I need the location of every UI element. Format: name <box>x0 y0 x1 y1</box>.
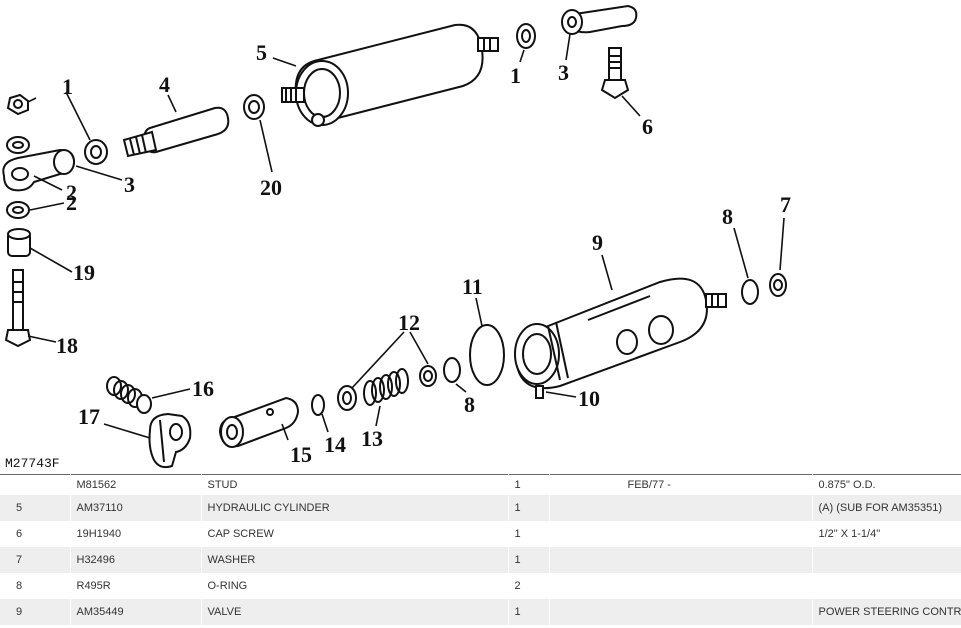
description-cell: WASHER <box>201 547 509 573</box>
description-cell: O-RING <box>201 573 509 599</box>
remarks-cell: 0.875" O.D. <box>812 474 961 495</box>
diagram-drawing: 1 4 5 1 3 6 2 3 2 20 19 18 9 8 7 11 12 1… <box>2 4 791 471</box>
table-row[interactable]: 7 H32496 WASHER 1 <box>0 547 961 573</box>
ref-cell: 8 <box>0 573 71 599</box>
description-cell: VALVE <box>201 599 509 625</box>
figure-id: M27743F <box>5 456 60 471</box>
table-row[interactable]: M81562 STUD 1 FEB/77 - 0.875" O.D. <box>0 474 961 495</box>
remarks-cell: POWER STEERING CONTROL <box>812 599 961 625</box>
callout-1-left: 1 <box>62 74 73 99</box>
ref-cell: 7 <box>0 547 71 573</box>
qty-cell: 1 <box>508 521 550 547</box>
leader-lines <box>27 33 785 441</box>
part-number-cell: R495R <box>70 573 202 599</box>
callout-14: 14 <box>324 432 346 457</box>
description-cell: HYDRAULIC CYLINDER <box>201 495 509 521</box>
callout-2-left: 2 <box>66 180 77 205</box>
plug-drawing <box>535 385 544 399</box>
nut-drawing <box>516 23 536 49</box>
retainer-drawing <box>311 394 325 416</box>
callout-8-right: 8 <box>722 204 733 229</box>
stud-drawing <box>122 106 230 158</box>
callout-17: 17 <box>78 404 100 429</box>
part-number-cell: M81562 <box>70 474 202 495</box>
left-hardware-drawing <box>2 93 108 348</box>
remarks-cell <box>812 573 961 599</box>
spring-drawing <box>337 365 437 411</box>
serial-cell <box>549 573 813 599</box>
ring-drawing <box>469 324 505 386</box>
remarks-cell: (A) (SUB FOR AM35351) <box>812 495 961 521</box>
part-number-cell: AM37110 <box>70 495 202 521</box>
callout-10: 10 <box>578 386 600 411</box>
exploded-parts-diagram: 1 4 5 1 3 6 2 3 2 20 19 18 9 8 7 11 12 1… <box>2 4 791 471</box>
qty-cell: 1 <box>508 474 550 495</box>
nut-20-drawing <box>243 94 265 120</box>
remarks-cell <box>812 547 961 573</box>
callout-18: 18 <box>56 333 78 358</box>
callout-8-lower: 8 <box>464 392 475 417</box>
remarks-cell: 1/2" X 1-1/4" <box>812 521 961 547</box>
serial-cell <box>549 495 813 521</box>
clamp-drawing <box>148 412 192 469</box>
qty-cell: 1 <box>508 495 550 521</box>
cap-screw-drawing <box>600 47 630 100</box>
rod-end-drawing <box>561 4 638 35</box>
callout-11: 11 <box>462 274 483 299</box>
table-row[interactable]: 9 AM35449 VALVE 1 POWER STEERING CONTROL <box>0 599 961 625</box>
o-ring-washer-drawing <box>741 273 787 305</box>
spool-drawing <box>218 396 300 448</box>
callout-15: 15 <box>290 442 312 467</box>
serial-cell: FEB/77 - <box>549 474 813 495</box>
serial-cell <box>549 521 813 547</box>
valve-body-drawing <box>514 277 727 390</box>
qty-cell: 1 <box>508 599 550 625</box>
callout-16: 16 <box>192 376 214 401</box>
table-row[interactable]: 6 19H1940 CAP SCREW 1 1/2" X 1-1/4" <box>0 521 961 547</box>
part-number-cell: AM35449 <box>70 599 202 625</box>
callout-3-left: 3 <box>124 172 135 197</box>
table-row[interactable]: 8 R495R O-RING 2 <box>0 573 961 599</box>
description-cell: CAP SCREW <box>201 521 509 547</box>
callout-numbers: 1 4 5 1 3 6 2 3 2 20 19 18 9 8 7 11 12 1… <box>5 40 791 471</box>
ref-cell: 6 <box>0 521 71 547</box>
qty-cell: 2 <box>508 573 550 599</box>
callout-5: 5 <box>256 40 267 65</box>
adjuster-drawing <box>106 376 152 414</box>
callout-13: 13 <box>361 426 383 451</box>
callout-2-lower: 2 <box>66 190 77 215</box>
callout-19: 19 <box>73 260 95 285</box>
callout-1-right: 1 <box>510 63 521 88</box>
serial-cell <box>549 547 813 573</box>
qty-cell: 1 <box>508 547 550 573</box>
o-ring-lower-drawing <box>443 357 461 383</box>
description-cell: STUD <box>201 474 509 495</box>
part-number-cell: H32496 <box>70 547 202 573</box>
serial-cell <box>549 599 813 625</box>
hydraulic-cylinder-drawing <box>281 23 499 127</box>
ref-cell: 5 <box>0 495 71 521</box>
callout-3-right: 3 <box>558 60 569 85</box>
parts-table: M81562 STUD 1 FEB/77 - 0.875" O.D. 5 AM3… <box>0 474 961 625</box>
ref-cell <box>0 474 71 495</box>
callout-4: 4 <box>159 72 170 97</box>
callout-6: 6 <box>642 114 653 139</box>
ref-cell: 9 <box>0 599 71 625</box>
part-number-cell: 19H1940 <box>70 521 202 547</box>
callout-7: 7 <box>780 192 791 217</box>
callout-9: 9 <box>592 230 603 255</box>
callout-20: 20 <box>260 175 282 200</box>
table-row[interactable]: 5 AM37110 HYDRAULIC CYLINDER 1 (A) (SUB … <box>0 495 961 521</box>
callout-12: 12 <box>398 310 420 335</box>
